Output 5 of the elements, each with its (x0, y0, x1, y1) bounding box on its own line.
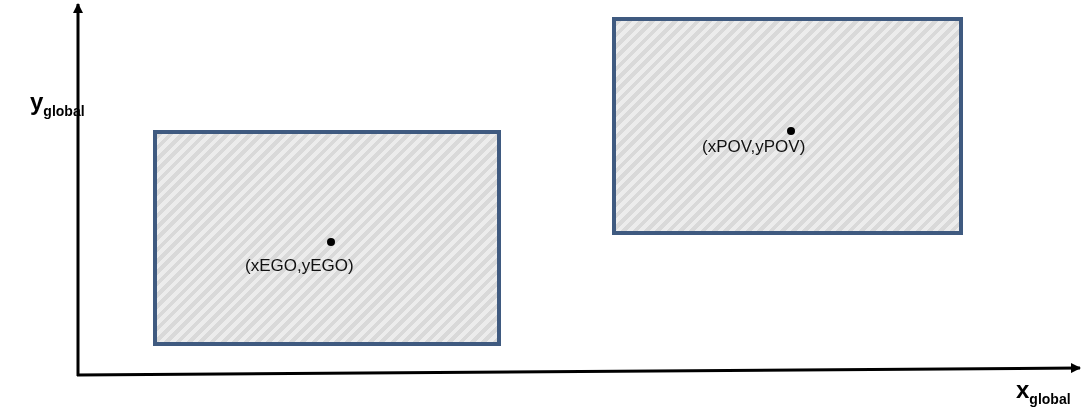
axis-label: x$_{global}$ (1016, 376, 1071, 407)
coordinate-label: (xPOV,yPOV) (702, 137, 806, 157)
rectangle-region (153, 130, 501, 346)
rectangle-region (612, 17, 963, 235)
coordinate-label: (xEGO,yEGO) (245, 256, 354, 276)
